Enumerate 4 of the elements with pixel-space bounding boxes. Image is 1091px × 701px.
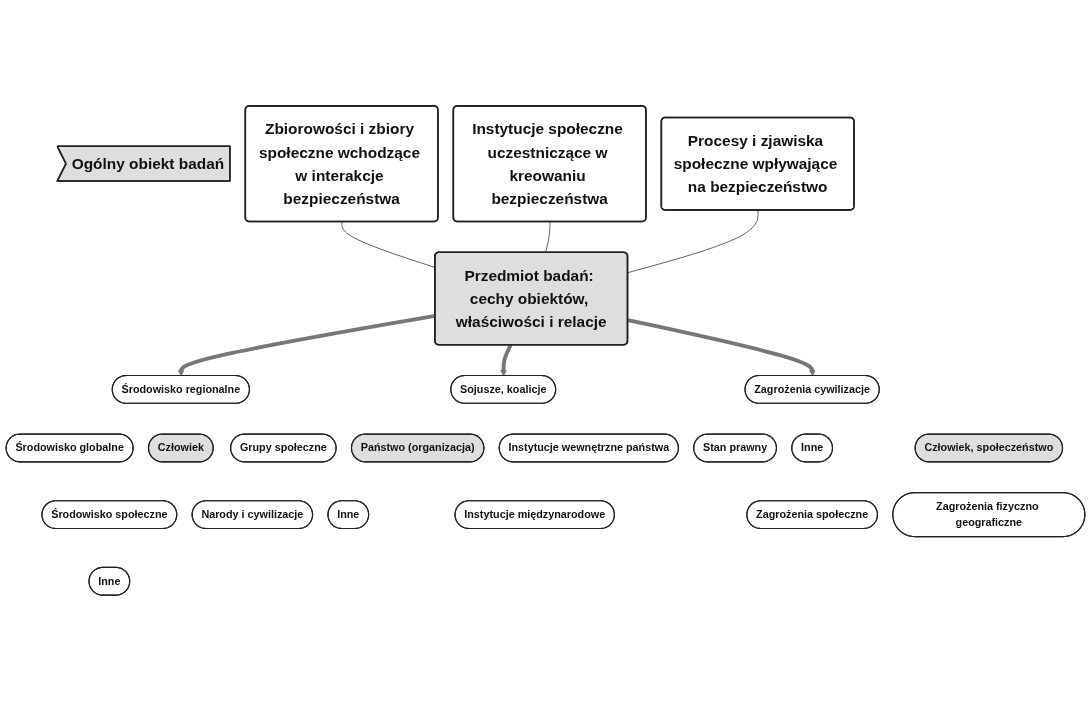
connector bbox=[545, 221, 551, 254]
arrow bbox=[627, 318, 816, 377]
connector bbox=[627, 209, 759, 274]
arrow bbox=[500, 344, 513, 377]
